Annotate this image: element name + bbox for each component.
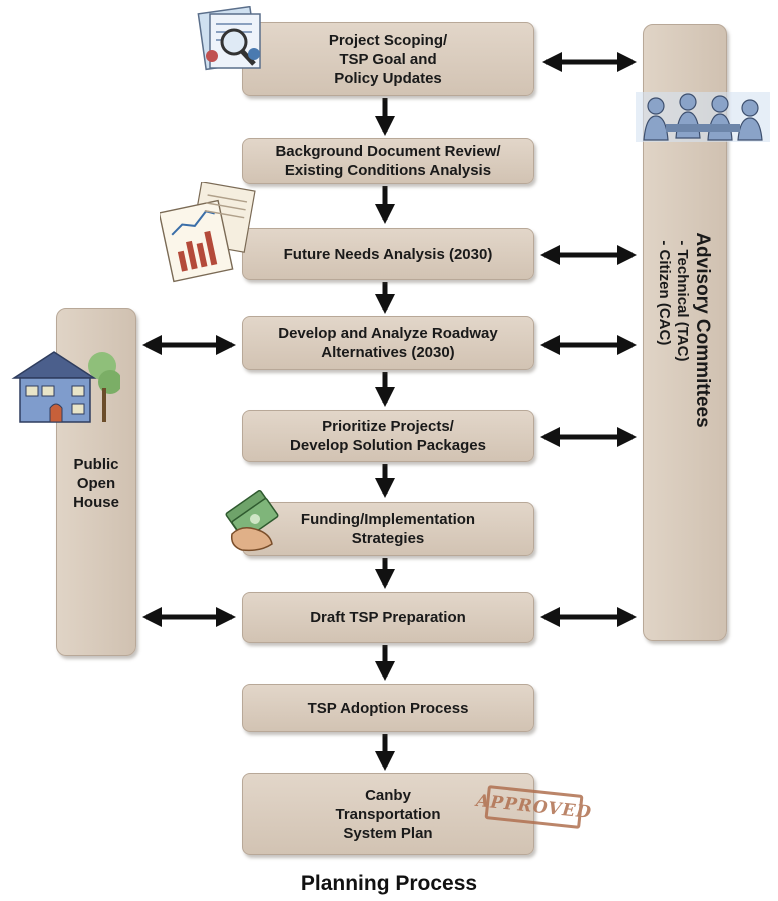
step-project-scoping: Project Scoping/ TSP Goal and Policy Upd… (242, 22, 534, 96)
step-label: Draft TSP Preparation (310, 609, 466, 626)
step-tsp-adoption: TSP Adoption Process (242, 684, 534, 732)
step-develop-alternatives: Develop and Analyze Roadway Alternatives… (242, 316, 534, 370)
step-canby-tsp: Canby Transportation System Plan (242, 773, 534, 855)
money-hand-icon (225, 490, 279, 552)
public-open-house-label: Public Open House (73, 456, 119, 511)
step-background-review: Background Document Review/ Existing Con… (242, 138, 534, 184)
documents-magnifier-icon (197, 6, 261, 71)
committee-meeting-icon (636, 92, 770, 142)
advisory-title: Advisory Committees (692, 232, 713, 428)
stamp-text: APPROVED (475, 790, 593, 824)
charts-papers-icon (160, 182, 256, 283)
step-funding-strategies: Funding/Implementation Strategies (242, 502, 534, 556)
step-label: Develop and Analyze Roadway Alternatives… (278, 325, 498, 361)
advisory-line-technical: - Technical (TAC) (674, 240, 691, 362)
house-icon (11, 351, 120, 423)
step-prioritize-projects: Prioritize Projects/ Develop Solution Pa… (242, 410, 534, 462)
advisory-line-citizen: - Citizen (CAC) (656, 240, 673, 346)
step-future-needs: Future Needs Analysis (2030) (242, 228, 534, 280)
step-label: TSP Adoption Process (307, 699, 469, 717)
step-draft-tsp: Draft TSP Preparation (242, 592, 534, 643)
step-label: Project Scoping/ TSP Goal and Policy Upd… (328, 31, 448, 87)
step-label: Canby Transportation System Plan (335, 786, 441, 842)
step-label: Future Needs Analysis (2030) (283, 245, 493, 263)
step-label: Funding/Implementation Strategies (300, 511, 476, 547)
step-label: Background Document Review/ Existing Con… (275, 143, 501, 179)
step-label: Prioritize Projects/ Develop Solution Pa… (290, 418, 486, 454)
diagram-caption: Planning Process (300, 872, 478, 895)
